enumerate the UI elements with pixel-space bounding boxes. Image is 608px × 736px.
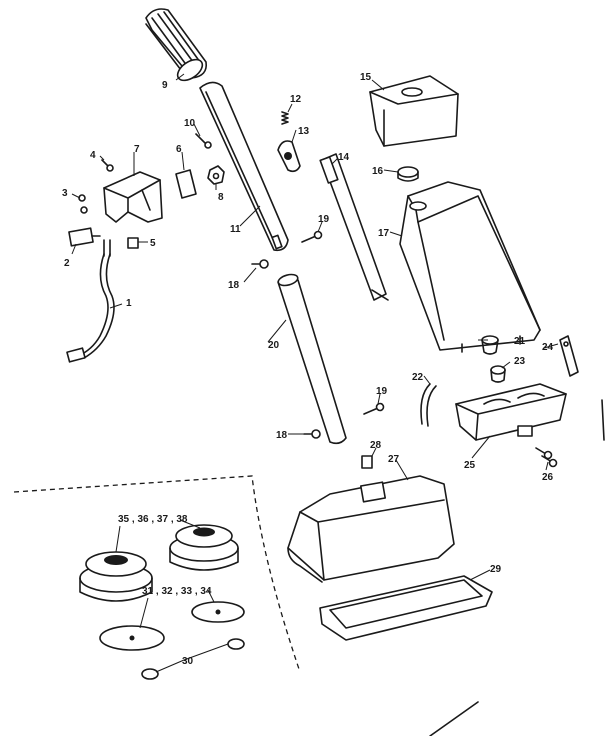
screw-18-lower <box>303 429 321 439</box>
lower-handle-tube <box>277 273 347 445</box>
power-cord <box>66 239 115 363</box>
scrub-brush-left <box>79 551 153 602</box>
callout-29: 29 <box>490 564 502 575</box>
spring <box>281 111 289 125</box>
callout-10: 10 <box>184 118 196 129</box>
screw-19-upper <box>301 230 323 243</box>
callout-15: 15 <box>360 72 372 83</box>
callout-5: 5 <box>150 238 156 249</box>
screw-19-lower <box>363 402 385 415</box>
screw-4 <box>101 159 114 172</box>
callout-26: 26 <box>542 472 554 483</box>
valve <box>490 365 506 383</box>
callout-27: 27 <box>388 454 400 465</box>
callout-4: 4 <box>90 150 96 161</box>
callout-13: 13 <box>298 126 310 137</box>
callout-14: 14 <box>338 152 350 163</box>
handle-grip <box>145 8 208 82</box>
callout-12: 12 <box>290 94 302 105</box>
bushing <box>481 335 499 355</box>
screw-3 <box>78 194 88 214</box>
callout-19-upper: 19 <box>318 214 330 225</box>
tank-cap <box>397 166 419 182</box>
plate <box>175 169 197 199</box>
callout-24: 24 <box>542 342 554 353</box>
upper-handle-tube <box>199 81 289 252</box>
base-housing <box>287 475 455 583</box>
callout-17: 17 <box>378 228 390 239</box>
callout-22: 22 <box>412 372 424 383</box>
hose <box>420 383 437 427</box>
pad-left <box>99 625 165 651</box>
callout-3: 3 <box>62 188 68 199</box>
callout-21: 21 <box>514 336 526 347</box>
callout-1: 1 <box>126 298 132 309</box>
callout-20: 20 <box>268 340 280 351</box>
callout-23: 23 <box>514 356 526 367</box>
callout-35-38: 35 , 36 , 37 , 38 <box>118 514 188 525</box>
clip <box>559 335 579 377</box>
callout-31-34: 31 , 32 , 33 , 34 <box>142 586 212 597</box>
connector <box>127 237 139 249</box>
callout-2: 2 <box>64 258 70 269</box>
bracket <box>103 171 163 223</box>
pump-tray <box>455 383 567 441</box>
callout-18-lower: 18 <box>276 430 288 441</box>
accessory-group-outline <box>13 475 301 673</box>
solution-tank <box>399 181 541 353</box>
callout-6: 6 <box>176 144 182 155</box>
pad-right <box>191 601 245 623</box>
small-screw <box>195 133 212 149</box>
screw-18-upper <box>251 259 269 269</box>
callout-11: 11 <box>230 224 241 235</box>
edge-mark-right <box>601 399 605 441</box>
lever-rod <box>319 153 389 301</box>
knob <box>361 455 373 469</box>
screw-26 <box>535 447 558 468</box>
nut <box>207 165 225 185</box>
scrub-brush-right <box>169 524 239 571</box>
callout-8: 8 <box>218 192 224 203</box>
switch <box>68 227 101 247</box>
latch <box>277 140 301 173</box>
edge-mark-bottom <box>429 701 479 736</box>
callout-16: 16 <box>372 166 384 177</box>
callout-19-lower: 19 <box>376 386 388 397</box>
drip-tray <box>319 575 493 641</box>
tank-cover <box>369 75 459 147</box>
callout-25: 25 <box>464 460 476 471</box>
callout-28: 28 <box>370 440 382 451</box>
leader-lines <box>71 73 559 673</box>
callout-18-upper: 18 <box>228 280 240 291</box>
callout-30: 30 <box>182 656 194 667</box>
callout-7: 7 <box>134 144 140 155</box>
callout-9: 9 <box>162 80 168 91</box>
